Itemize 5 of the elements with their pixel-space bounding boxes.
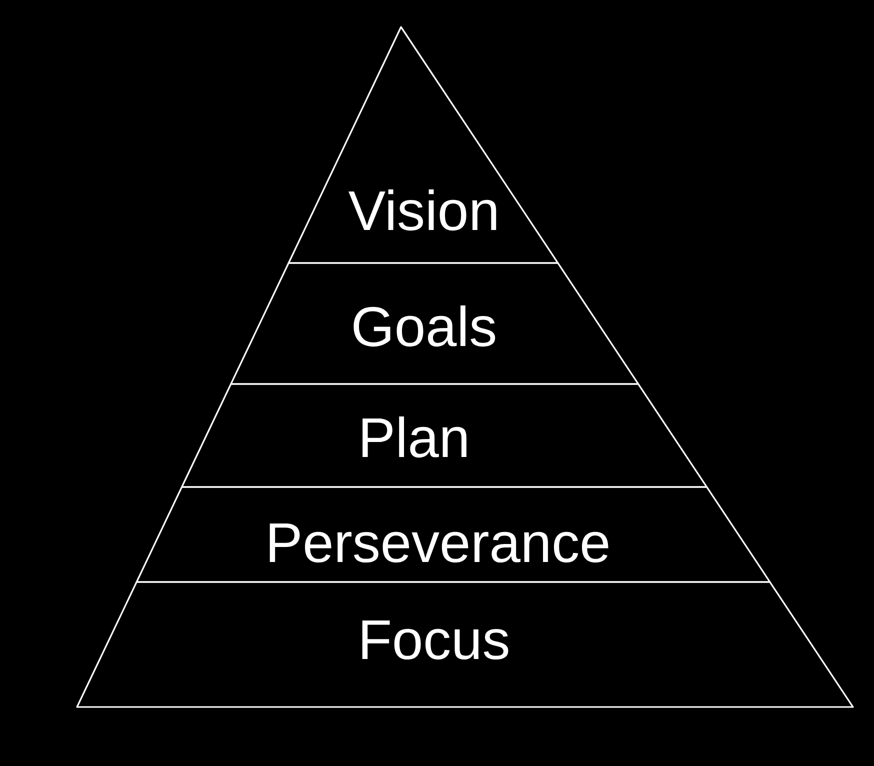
pyramid-tier: Vision <box>288 26 559 264</box>
pyramid-tier: Goals <box>230 262 640 385</box>
pyramid-tier: Focus <box>76 581 854 708</box>
pyramid-tier: Plan <box>181 383 708 488</box>
pyramid-tier: Perseverance <box>136 486 771 583</box>
